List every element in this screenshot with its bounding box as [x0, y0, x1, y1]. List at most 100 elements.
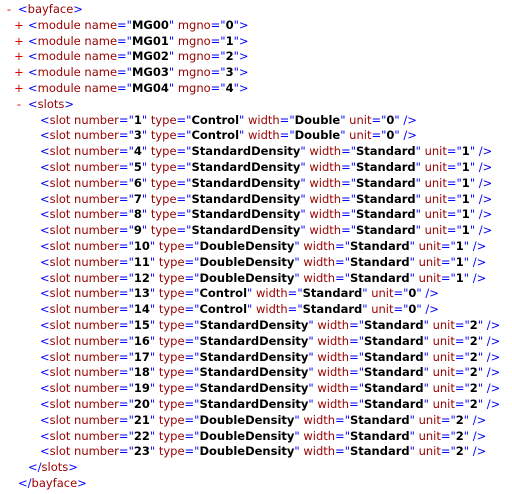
bayface-open-line: - <bayface>: [0, 2, 512, 18]
slot-number-value: 13: [133, 286, 150, 301]
slot-number-value: 7: [133, 191, 142, 206]
module-mgno-value: 1: [225, 33, 234, 48]
slot-width-value: Standard: [364, 396, 424, 411]
slot-type-value: StandardDensity: [199, 381, 309, 396]
slot-line: <slot number="17" type="StandardDensity"…: [40, 349, 501, 364]
expand-toggle-module[interactable]: +: [14, 17, 24, 32]
slot-width-value: Standard: [364, 317, 424, 332]
module-line: + <module name="MG04" mgno="4">: [14, 80, 249, 95]
slot-unit-value: 2: [455, 412, 464, 427]
slot-type-value: StandardDensity: [199, 333, 309, 348]
slot-width-value: Standard: [302, 286, 363, 301]
module-name-value: MG04: [131, 80, 169, 95]
slot-type-value: DoubleDensity: [199, 270, 295, 285]
slot-type-value: StandardDensity: [191, 207, 301, 222]
slot-width-value: Standard: [349, 428, 410, 443]
slot-width-value: Standard: [364, 365, 424, 380]
slot-number-value: 15: [133, 317, 150, 332]
slot-number-value: 4: [133, 144, 142, 159]
module-name-value: MG00: [131, 17, 169, 32]
slot-type-value: StandardDensity: [199, 349, 309, 364]
slot-unit-value: 0: [408, 302, 417, 317]
slot-type-value: DoubleDensity: [199, 444, 295, 459]
slot-number-value: 19: [133, 381, 150, 396]
slot-line: <slot number="18" type="StandardDensity"…: [40, 365, 501, 380]
slot-width-value: Standard: [356, 144, 416, 159]
slot-type-value: StandardDensity: [199, 396, 309, 411]
slot-unit-value: 1: [461, 207, 470, 222]
slots-close-line: </slots>: [28, 460, 78, 475]
slot-unit-value: 1: [461, 175, 470, 190]
slot-type-value: Control: [199, 302, 248, 317]
slot-unit-value: 0: [408, 286, 417, 301]
slot-width-value: Standard: [356, 223, 416, 238]
slot-number-value: 9: [133, 223, 142, 238]
slot-line: <slot number="14" type="Control" width="…: [40, 302, 439, 317]
slot-width-value: Standard: [349, 412, 410, 427]
expand-toggle-module[interactable]: +: [14, 49, 24, 64]
module-line: + <module name="MG03" mgno="3">: [14, 65, 249, 80]
slot-line: <slot number="9" type="StandardDensity" …: [40, 223, 493, 238]
slot-width-value: Standard: [356, 207, 416, 222]
slot-line: <slot number="11" type="DoubleDensity" w…: [40, 254, 487, 269]
slot-type-value: StandardDensity: [191, 191, 301, 206]
bayface-tag: bayface: [27, 2, 74, 16]
module-name-value: MG02: [131, 49, 169, 64]
slot-line: <slot number="1" type="Control" width="D…: [40, 112, 417, 127]
slot-unit-value: 1: [455, 254, 464, 269]
module-mgno-value: 2: [225, 49, 234, 64]
slot-line: <slot number="21" type="DoubleDensity" w…: [40, 412, 487, 427]
slot-width-value: Standard: [364, 381, 424, 396]
module-line: + <module name="MG00" mgno="0">: [14, 17, 249, 32]
slot-number-value: 12: [133, 270, 150, 285]
expand-toggle-module[interactable]: +: [14, 80, 24, 95]
slot-line: <slot number="5" type="StandardDensity" …: [40, 159, 493, 174]
slot-type-value: Control: [191, 128, 240, 143]
slot-unit-value: 2: [469, 317, 478, 332]
collapse-toggle-slots[interactable]: -: [16, 96, 22, 111]
slot-line: <slot number="16" type="StandardDensity"…: [40, 333, 501, 348]
slot-width-value: Standard: [349, 270, 410, 285]
slot-type-value: StandardDensity: [191, 223, 301, 238]
slot-line: <slot number="8" type="StandardDensity" …: [40, 207, 493, 222]
slot-list: <slot number="1" type="Control" width="D…: [0, 113, 512, 461]
slot-number-value: 1: [133, 112, 142, 127]
collapse-toggle-bayface[interactable]: -: [6, 2, 12, 16]
slot-type-value: DoubleDensity: [199, 412, 295, 427]
slot-unit-value: 0: [386, 112, 395, 127]
slot-number-value: 22: [133, 428, 150, 443]
slot-type-value: StandardDensity: [199, 317, 309, 332]
slot-width-value: Double: [294, 112, 341, 127]
slot-unit-value: 1: [461, 159, 470, 174]
module-name-value: MG01: [131, 33, 169, 48]
slot-number-value: 17: [133, 349, 150, 364]
slots-tag: slots: [37, 96, 65, 111]
slot-type-value: Control: [191, 112, 240, 127]
slot-line: <slot number="13" type="Control" width="…: [40, 286, 439, 301]
slot-unit-value: 2: [455, 444, 464, 459]
expand-toggle-module[interactable]: +: [14, 33, 24, 48]
slot-width-value: Standard: [349, 444, 410, 459]
module-mgno-value: 4: [225, 80, 234, 95]
slot-number-value: 20: [133, 396, 150, 411]
slot-type-value: StandardDensity: [191, 159, 301, 174]
slot-line: <slot number="15" type="StandardDensity"…: [40, 317, 501, 332]
slot-line: <slot number="3" type="Control" width="D…: [40, 128, 417, 143]
slot-unit-value: 2: [469, 333, 478, 348]
module-mgno-value: 0: [225, 17, 234, 32]
slot-number-value: 3: [133, 128, 142, 143]
expand-toggle-module[interactable]: +: [14, 65, 24, 80]
slot-unit-value: 1: [455, 270, 464, 285]
slot-number-value: 16: [133, 333, 150, 348]
slot-line: <slot number="6" type="StandardDensity" …: [40, 175, 493, 190]
slot-type-value: DoubleDensity: [199, 254, 295, 269]
slot-unit-value: 2: [455, 428, 464, 443]
slot-number-value: 8: [133, 207, 142, 222]
slot-width-value: Standard: [349, 238, 410, 253]
slot-line: <slot number="23" type="DoubleDensity" w…: [40, 444, 487, 459]
slot-width-value: Standard: [356, 191, 416, 206]
slot-line: <slot number="7" type="StandardDensity" …: [40, 191, 493, 206]
module-mgno-value: 3: [225, 65, 234, 80]
slot-number-value: 14: [133, 302, 150, 317]
